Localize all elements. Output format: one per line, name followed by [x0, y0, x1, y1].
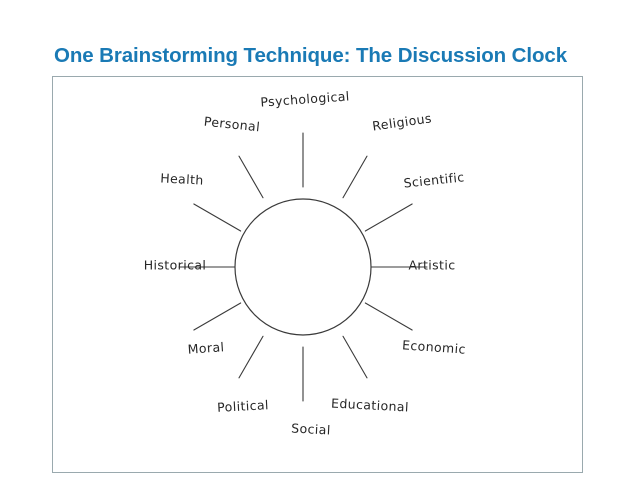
content-frame: [52, 76, 583, 473]
page-title: One Brainstorming Technique: The Discuss…: [54, 44, 567, 67]
